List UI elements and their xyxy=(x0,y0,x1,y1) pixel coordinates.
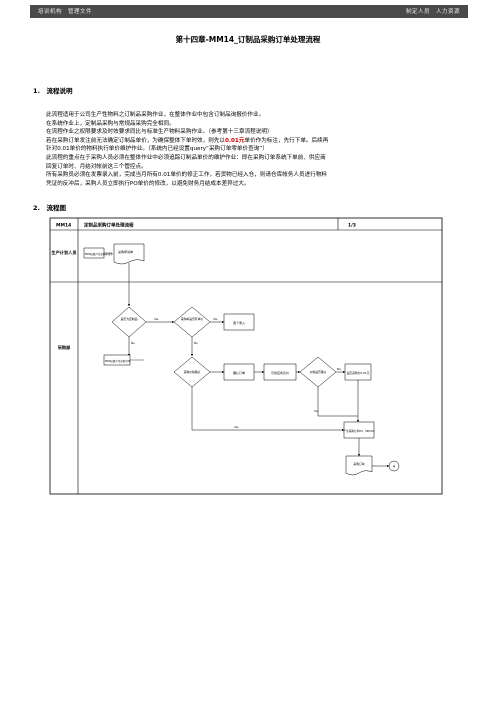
po-document-label: 采购订单 xyxy=(353,462,364,466)
flow-frame xyxy=(49,217,443,495)
decision-has-price-text: 采购单是否有单价 xyxy=(181,317,204,321)
para-line: 若在采购订单发注前无法确定订制品单价，为确保整体下单时效，则先以0.01元单价作… xyxy=(46,137,451,146)
lane-label-purchasing: 采购部 xyxy=(58,344,71,351)
decision-has-price xyxy=(173,306,211,338)
process-create-po-text: 产生采购订单PO、ME21N xyxy=(344,429,375,433)
offpage-connector-a xyxy=(388,460,400,472)
header-left-text: 培训机构 管理文件 xyxy=(38,9,93,15)
decision-is-custom xyxy=(111,306,147,338)
flow-page-number: 1/3 xyxy=(348,223,356,229)
decision-price-confirm-text: 采购价格确认 xyxy=(184,370,201,374)
section-heading-flowchart: 2. 流程图 xyxy=(33,204,66,212)
connector-label-a: A xyxy=(393,465,396,469)
section-heading-process-description: 1. 流程说明 xyxy=(33,87,73,95)
lane-label-production-planning: 生产计划人员 xyxy=(51,249,77,256)
label-yes: Yes xyxy=(213,317,218,321)
header-right-text: 制定人员 人力资源 xyxy=(405,9,460,15)
label-yes: Yes xyxy=(154,317,159,321)
mrp-note-text: MRP运算产生采购申请单 xyxy=(85,252,113,256)
para-line: 此流程的重点在于采购人员必须在整体作业中必须追踪订制品单价的维护作业：即在采购订… xyxy=(46,154,326,161)
flow-code: MM14 xyxy=(56,223,71,229)
process-set-price-001-text: 设定采购为0.01元 xyxy=(346,371,369,375)
purchase-request-document xyxy=(113,243,145,265)
decision-is-custom-text: 是否为定制品 xyxy=(121,317,138,321)
label-no: No xyxy=(131,341,135,345)
para-line: 针对0.01单价的物料执行单价维护作业。（系统内已经设置query“采购订单零单… xyxy=(46,146,268,153)
po-document xyxy=(345,455,373,476)
label-yes: Yes xyxy=(314,409,319,413)
para-line-head: 若在采购订单发注前无法确定订制品单价，为确保整体下单时效，则先以 xyxy=(46,137,226,144)
purchase-request-label: 采购申请单 xyxy=(118,249,133,254)
process-order-entry-text: 逐个录入 xyxy=(233,320,245,325)
para-line: 所有采购员必须在发票录入前，完成当月所有0.01单价的修正工作，若货物已经入仓，… xyxy=(46,172,327,179)
para-line: 回复订单时、月结对帐前这三个管控点。 xyxy=(46,163,147,170)
process-confirm-order-text: 确认订单 xyxy=(233,370,245,375)
price-highlight: 0.01元 xyxy=(225,137,245,144)
para-line: 凭证的反冲后，采购人员立即执行PO单价的修改，以避免财务月结成本差异过大。 xyxy=(46,180,250,187)
flow-name: 定制品采购订单处理流程 xyxy=(84,222,134,229)
mrp-po-note-text: MRP运算产生采购订单 xyxy=(105,359,131,363)
process-description-paragraph: 此流程适用于公司生产性物料之订制品采购作业，在整体作业中包含订制品询报价作业。 … xyxy=(46,111,451,188)
process-order-entry xyxy=(223,313,255,331)
label-no: No xyxy=(194,341,198,345)
para-line: 在系统作业上，定制品采购与常规品采购完全相同。 xyxy=(46,120,175,127)
decision-price-ok-text: 价格是否确认 xyxy=(310,370,327,374)
label-yes: Yes xyxy=(234,425,239,429)
process-negotiate-text: 与供应商议价 xyxy=(271,370,289,375)
para-line: 此流程适用于公司生产性物料之订制品采购作业，在整体作业中包含订制品询报价作业。 xyxy=(46,112,265,118)
label-no: No xyxy=(337,367,341,371)
document-title: 第十四章-MM14_订制品采购订单处理流程 xyxy=(175,35,321,44)
para-line: 在流程作业之权限要求及时效要求同比与标准生产物料采购作业。（参考第十三章流程说明… xyxy=(46,129,273,136)
para-line-tail: 单价作为标注，先行下单。后续再 xyxy=(244,137,329,144)
page-header-bar: 培训机构 管理文件 制定人员 人力资源 xyxy=(30,5,468,18)
flowchart: MM14 定制品采购订单处理流程 1/3 生产计划人员 采购部 MRP运算产生采… xyxy=(49,217,443,495)
